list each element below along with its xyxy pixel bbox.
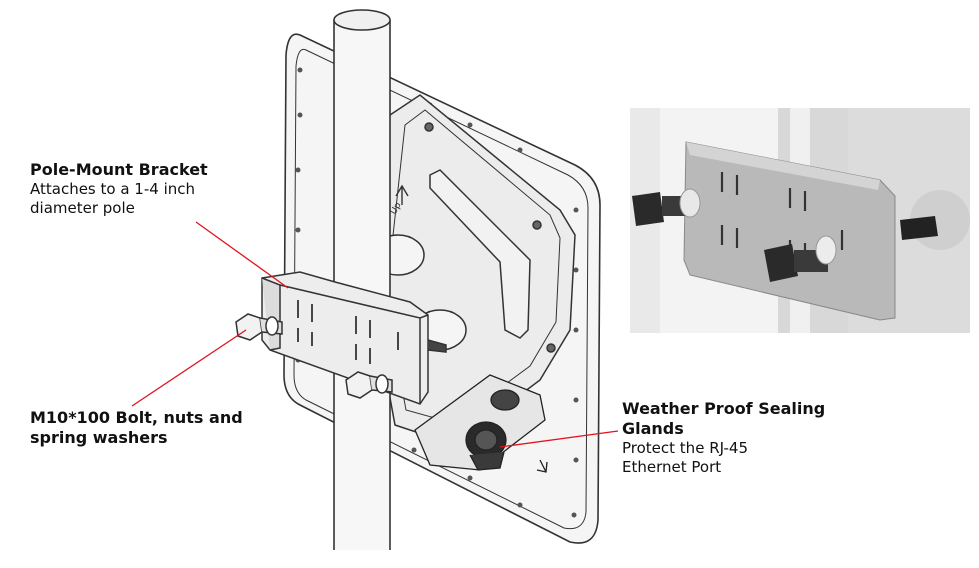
callout-title: Weather Proof Sealing	[622, 399, 826, 418]
callout-desc-line: Ethernet Port	[622, 458, 722, 476]
pole	[333, 9, 391, 550]
leader-lines	[131, 221, 619, 448]
leader-bolt	[131, 329, 247, 407]
leader-gland	[499, 430, 619, 448]
callout-sealing-glands: Weather Proof Sealing Glands Protect the…	[622, 399, 882, 477]
callout-title: M10*100 Bolt, nuts and	[30, 408, 243, 427]
pole-mount-bracket	[235, 271, 447, 405]
bolt-lower	[345, 371, 393, 399]
down-arrow-icon	[536, 459, 548, 473]
callout-desc-line: Attaches to a 1-4 inch	[30, 180, 195, 198]
callout-title: spring washers	[30, 428, 168, 447]
callout-pole-mount-bracket: Pole-Mount Bracket Attaches to a 1-4 inc…	[30, 160, 290, 218]
up-label: Up	[389, 201, 402, 214]
up-text-mark: Up	[389, 201, 402, 214]
bracket-closeup-photo	[630, 108, 970, 333]
up-arrow-icon	[395, 184, 409, 205]
sealing-glands	[414, 374, 548, 473]
bolt-upper	[235, 313, 283, 341]
callout-title: Pole-Mount Bracket	[30, 160, 208, 179]
callout-title: Glands	[622, 419, 684, 438]
callout-bolt: M10*100 Bolt, nuts and spring washers	[30, 408, 290, 448]
callout-desc-line: diameter pole	[30, 199, 135, 217]
callout-desc-line: Protect the RJ-45	[622, 439, 748, 457]
leader-bracket	[195, 221, 289, 289]
